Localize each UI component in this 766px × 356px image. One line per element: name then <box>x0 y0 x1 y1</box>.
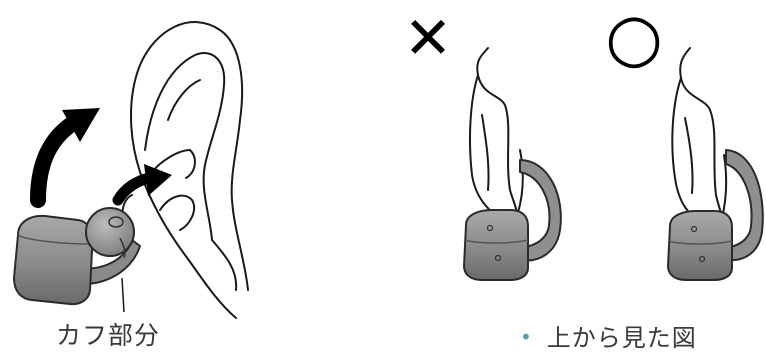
top-view-caption: • 上から見た図 <box>520 318 697 353</box>
insert-arrow-small-head <box>144 164 172 196</box>
correct-mark: ○ <box>605 0 663 76</box>
wrong-top-view <box>470 48 523 222</box>
top-view-caption-text: 上から見た図 <box>547 324 697 352</box>
cuff-part-label: カフ部分 <box>56 316 160 352</box>
correct-top-view <box>672 48 726 226</box>
wrong-earbud <box>464 160 561 280</box>
cuff-pointer-line <box>122 278 124 312</box>
earbud-device <box>14 208 140 304</box>
caption-bullet: • <box>520 325 533 349</box>
wrong-mark: ✕ <box>404 4 453 72</box>
ear-illustration <box>122 22 248 318</box>
rotate-arrow-large <box>38 120 78 200</box>
insert-arrow-small <box>118 178 150 200</box>
